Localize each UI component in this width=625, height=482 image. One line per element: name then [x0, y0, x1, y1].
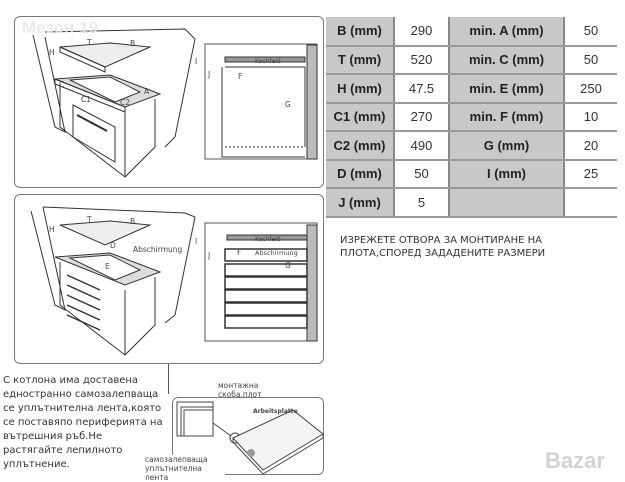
table-value: 270 [394, 102, 450, 132]
watermark-bazar: Bazar [545, 448, 605, 473]
label-abschirmung: Abschirmung [133, 245, 183, 254]
table-key: C1 (mm) [326, 102, 395, 132]
label-g: G [285, 100, 291, 109]
label-abschirmung-section: Abschirmung [255, 249, 298, 257]
label-g: G [285, 261, 291, 270]
oven-installation-diagram: T B H C C1 C2 A I J F G Kochfeld [14, 16, 324, 188]
label-j: J [208, 251, 211, 260]
seal-note: С котлона има доставена едностранно само… [3, 375, 163, 470]
table-key: T (mm) [326, 45, 395, 75]
label-a: A [144, 87, 150, 96]
label-c2: C2 [120, 98, 131, 107]
label-i: I [195, 57, 198, 66]
table-value: 290 [394, 17, 450, 47]
label-seal-tape: самозалепваща уплътнителна лента [145, 455, 225, 482]
table-value [564, 188, 617, 218]
table-key: J (mm) [326, 188, 395, 218]
watermark-top-left: Мезон 19 [22, 18, 98, 37]
label-f: F [238, 72, 243, 81]
label-b: B [130, 39, 136, 48]
table-key: min. C (mm) [449, 45, 565, 75]
label-h: H [49, 225, 55, 234]
table-value: 50 [394, 159, 450, 189]
drawer-cabinet-drawing [30, 206, 318, 356]
label-d: D [110, 241, 116, 250]
drawer-installation-diagram: T B H D E Abschirmung Kochfeld Abschirmu… [14, 194, 324, 364]
table-value: 20 [564, 131, 617, 161]
label-kochfeld: Kochfeld [255, 236, 281, 243]
table-key: C2 (mm) [326, 131, 395, 161]
label-t: T [87, 215, 92, 224]
table-value: 520 [394, 45, 450, 75]
label-j: J [208, 70, 211, 79]
label-i: I [195, 237, 198, 246]
label-kochfeld: Kochfeld [255, 58, 281, 65]
table-value: 50 [564, 17, 617, 47]
seal-tape-drawing [176, 401, 324, 475]
label-t: T [87, 38, 92, 47]
table-key: D (mm) [326, 159, 395, 189]
cutout-note: ИЗРЕЖЕТЕ ОТВОРА ЗА МОНТИРАНЕ НА ПЛОТА,СП… [340, 235, 546, 259]
table-value: 47.5 [394, 74, 450, 104]
table-value: 5 [394, 188, 450, 218]
table-value: 25 [564, 159, 617, 189]
table-key: min. A (mm) [449, 17, 565, 47]
label-c1: C1 [81, 95, 92, 104]
table-key [449, 188, 565, 218]
oven-cabinet-drawing [32, 28, 318, 178]
label-arbeitsplatte: Arbeitsplatte [253, 408, 298, 415]
table-value: 250 [564, 74, 617, 104]
label-f: F [237, 248, 242, 257]
table-row: J (mm)5 [326, 188, 617, 218]
table-value: 50 [564, 45, 617, 75]
table-value: 490 [394, 131, 450, 161]
table-key: G (mm) [449, 131, 565, 161]
label-h: H [49, 48, 55, 57]
label-b: B [130, 217, 136, 226]
table-key: H (mm) [326, 74, 395, 104]
table-value: 10 [564, 102, 617, 132]
label-c: C [59, 80, 65, 89]
label-mounting-bracket: монтажна скоба,плот [218, 381, 262, 399]
table-key: I (mm) [449, 159, 565, 189]
table-key: min. E (mm) [449, 74, 565, 104]
label-e: E [105, 262, 110, 271]
table-key: min. F (mm) [449, 102, 565, 132]
seal-tape-diagram: Arbeitsplatte [172, 397, 324, 475]
table-key: B (mm) [326, 17, 395, 47]
